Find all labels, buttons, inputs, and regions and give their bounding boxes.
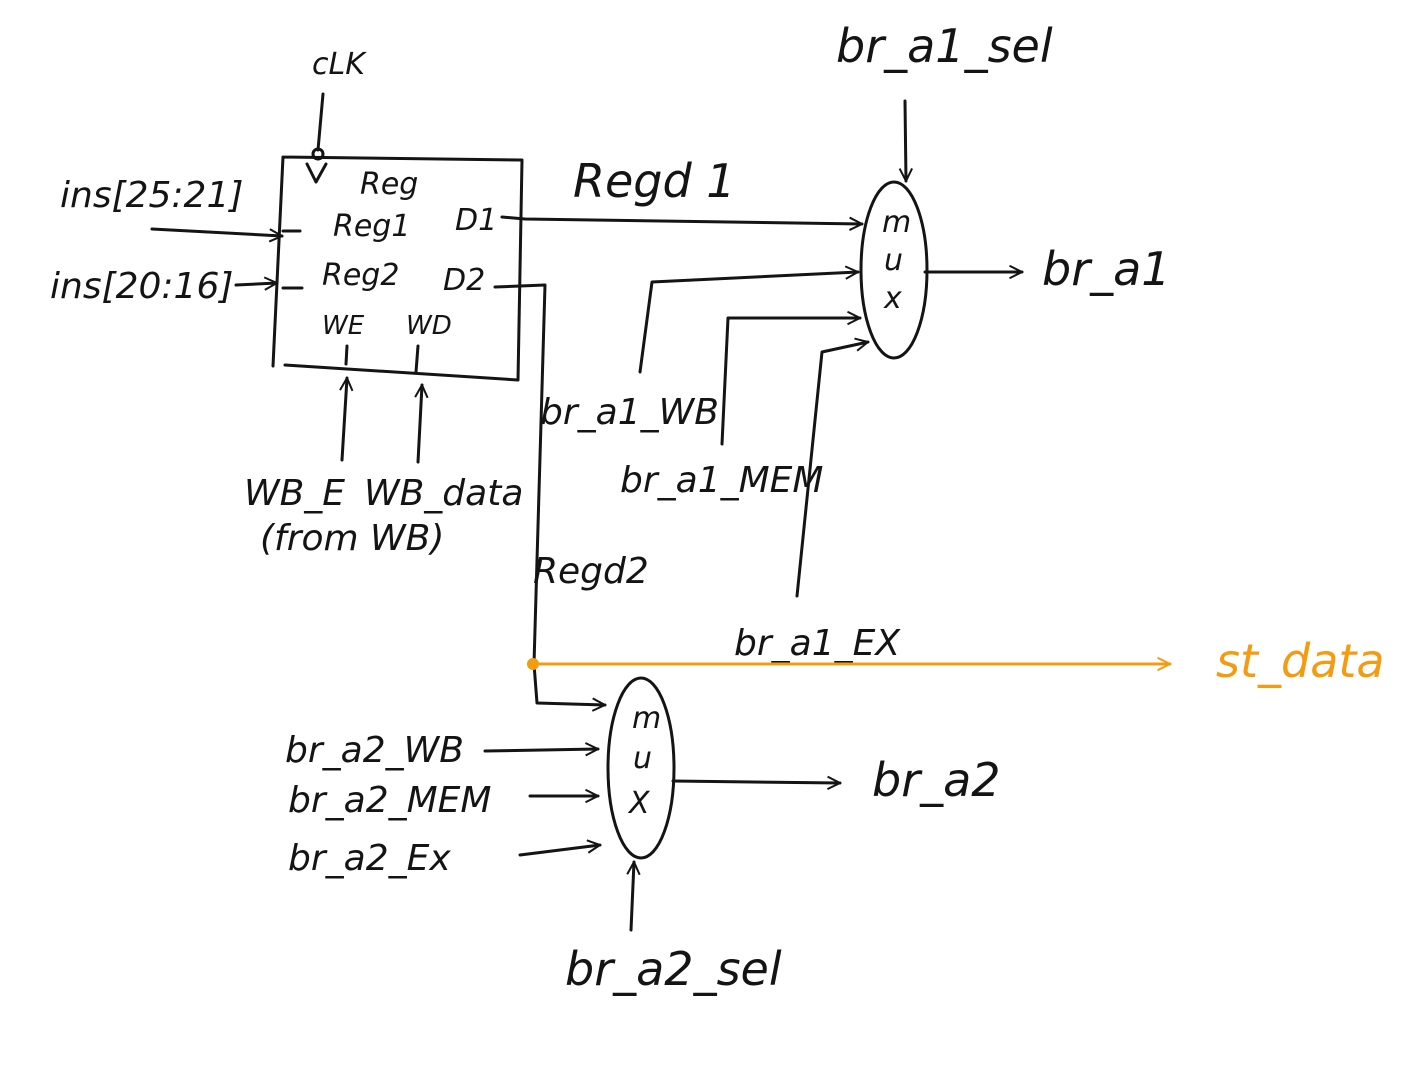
regd2-label: Regd2: [533, 551, 649, 592]
clk-label: cLK: [312, 47, 367, 82]
mux2-output-label: br_a2: [872, 753, 1001, 807]
br-a1-wb-wire: [638, 272, 858, 374]
br-a1-ex-wire: [795, 342, 868, 598]
mux1-sel-label: br_a1_sel: [836, 19, 1053, 73]
mux1: [859, 180, 929, 360]
wb-e-wire: [342, 378, 347, 462]
br-a2-wb-wire: [483, 749, 600, 751]
port-d2-label: D2: [443, 263, 485, 298]
wb-e-label: WB_E: [244, 473, 345, 514]
br-a2-ex-wire: [518, 845, 600, 857]
mux1-letter-u: u: [884, 243, 903, 278]
port-wd-label: WD: [406, 311, 452, 341]
port-reg1-label: Reg1: [333, 209, 410, 244]
mux1-sel-wire: [905, 99, 906, 183]
mux2-letter-u: u: [633, 741, 652, 776]
mux2-letter-x: X: [627, 786, 651, 821]
mux2-sel-wire: [631, 862, 634, 932]
mux2-output-wire: [671, 781, 842, 783]
st-data-label: st_data: [1216, 634, 1385, 688]
port-d1-label: D1: [455, 203, 497, 238]
we-wd-port-ticks: [344, 344, 420, 374]
st-data-junction: [527, 658, 539, 670]
ins-a-label: ins[25:21]: [60, 175, 243, 216]
mux1-output-label: br_a1: [1042, 242, 1171, 296]
br-a1-mem-label: br_a1_MEM: [620, 460, 823, 501]
br-a2-wb-label: br_a2_WB: [285, 730, 464, 771]
mux2: [606, 676, 676, 860]
mux2-sel-label: br_a2_sel: [565, 942, 782, 996]
regd1-wire: [500, 215, 864, 224]
ins-b-wire: [234, 283, 277, 285]
wb-data-wire: [418, 385, 422, 464]
br-a1-mem-wire: [720, 318, 862, 446]
ins-a-wire: [150, 227, 282, 236]
register-file-title: Reg: [360, 167, 418, 202]
br-a2-mem-label: br_a2_MEM: [288, 780, 491, 821]
ins-b-label: ins[20:16]: [50, 266, 233, 307]
register-file-box: [271, 155, 524, 382]
port-reg2-label: Reg2: [322, 258, 399, 293]
regd1-label: Regd 1: [573, 154, 736, 208]
clk-edge-marker: [305, 162, 328, 184]
from-wb-label: (from WB): [260, 518, 444, 559]
register-file: cLK Reg Reg1 Reg2 D1 D2 WE WD: [271, 47, 524, 382]
br-a1-ex-label: br_a1_EX: [734, 623, 901, 664]
clk-bubble: [311, 147, 325, 161]
wb-data-label: WB_data: [364, 473, 523, 514]
br-a2-ex-label: br_a2_Ex: [288, 838, 451, 879]
port-we-label: WE: [322, 311, 365, 341]
regd2-wire: [493, 283, 547, 666]
mux2-letter-m: m: [632, 701, 661, 736]
mux1-letter-m: m: [882, 205, 911, 240]
br-a1-wb-label: br_a1_WB: [540, 392, 719, 433]
regd2-to-mux2-wire: [532, 662, 607, 705]
mux1-letter-x: x: [883, 281, 902, 316]
clk-wire: [316, 92, 325, 152]
